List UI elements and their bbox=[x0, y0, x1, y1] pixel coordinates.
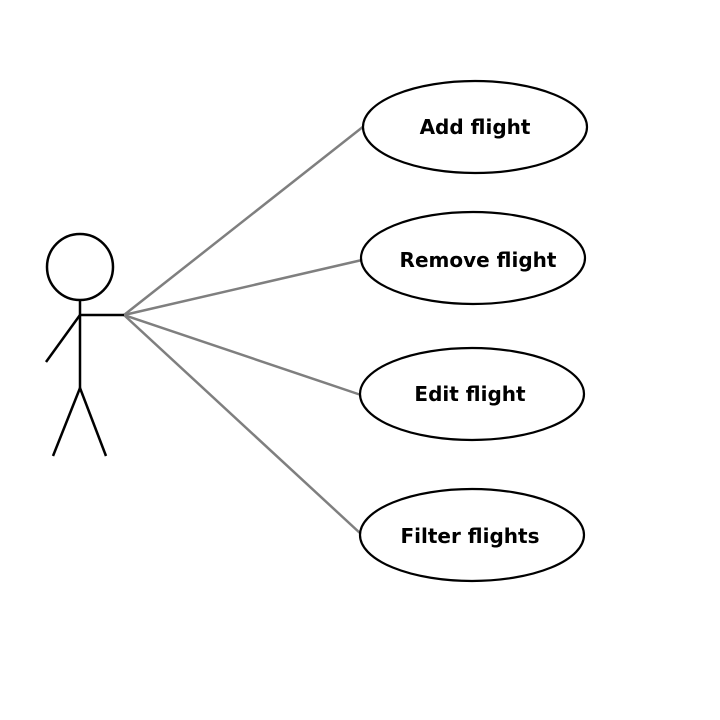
use-case-add-flight: Add flight bbox=[361, 79, 589, 175]
use-case-ellipse bbox=[358, 346, 586, 442]
actor-arm-left bbox=[44, 314, 82, 363]
use-case-label: Add flight bbox=[420, 115, 531, 139]
use-case-remove-flight: Remove flight bbox=[359, 210, 587, 306]
actor-stick-figure bbox=[44, 232, 124, 457]
use-case-label: Edit flight bbox=[414, 382, 526, 406]
actor-leg-right bbox=[78, 387, 108, 457]
actor-leg-left bbox=[51, 387, 82, 457]
associations bbox=[123, 125, 365, 535]
use-case-filter-flights: Filter flights bbox=[358, 487, 586, 583]
association-remove-flight bbox=[123, 258, 363, 317]
use-case-ellipse bbox=[359, 210, 587, 306]
use-case-ellipse bbox=[358, 487, 586, 583]
actor-head bbox=[45, 232, 115, 302]
use-case-label: Remove flight bbox=[400, 248, 557, 272]
association-add-flight bbox=[123, 125, 365, 316]
association-filter-flights bbox=[123, 314, 362, 535]
use-case-edit-flight: Edit flight bbox=[358, 346, 586, 442]
use-case-ellipse bbox=[361, 79, 589, 175]
use-case-label: Filter flights bbox=[400, 524, 539, 548]
association-edit-flight bbox=[123, 313, 362, 397]
